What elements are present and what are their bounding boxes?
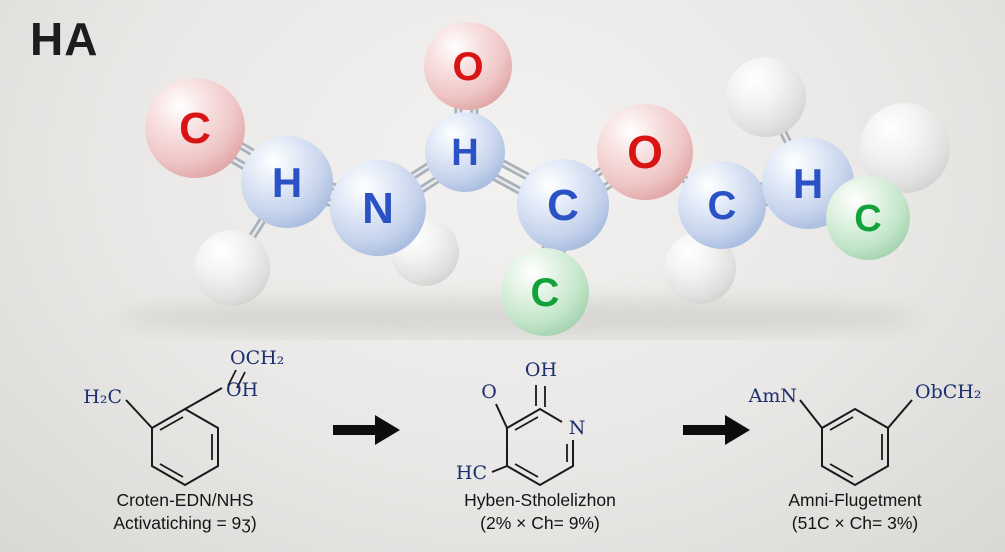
- atom-label: C: [708, 184, 737, 228]
- hydrogen-sphere: [194, 230, 270, 306]
- double-bond-mark: [227, 369, 246, 389]
- atom-sphere-o: [424, 22, 512, 110]
- double-bond-mark: [535, 385, 546, 407]
- atom-sphere-c: [826, 176, 910, 260]
- substituent-bond: [491, 403, 508, 473]
- chem-label: AmN: [748, 385, 797, 407]
- right-arrow-icon: [333, 415, 400, 445]
- atom-sphere-c: [517, 159, 609, 251]
- atom-label: O: [452, 45, 483, 89]
- structure-hyben: OH O N HC Hyben-Stholelizhon (2% × Ch= 9…: [456, 359, 616, 533]
- ring-double-bonds: [159, 416, 213, 478]
- atom-label: H: [793, 160, 823, 207]
- benzene-ring: [821, 407, 889, 487]
- chem-label: O: [481, 381, 497, 403]
- pyridine-ring: [506, 407, 574, 487]
- hydrogen-sphere: [664, 232, 736, 304]
- structure-caption: Croten-EDN/NHS: [116, 490, 253, 510]
- substituent-bond: [125, 387, 223, 429]
- atom-sphere-c: [145, 78, 245, 178]
- chem-label: HC: [456, 462, 487, 484]
- hydrogen-sphere: [860, 103, 950, 193]
- atom-sphere-o: [597, 104, 693, 200]
- right-arrow-icon: [683, 415, 750, 445]
- atom-label: N: [362, 184, 394, 233]
- atom-label: H: [451, 132, 478, 174]
- atom-sphere-h: [241, 136, 333, 228]
- atom-sphere-c: [678, 161, 766, 249]
- structure-croten: H₂C OCH₂ OH Croten-EDN/NHS Activatiching…: [83, 347, 284, 533]
- hydrogen-sphere: [726, 57, 806, 137]
- chem-label: N: [569, 417, 586, 439]
- structure-caption: Hyben-Stholelizhon: [464, 490, 616, 510]
- structure-caption: Activatiching = 9ʒ): [113, 513, 256, 533]
- ring-double-bonds: [514, 416, 568, 478]
- chem-label: H₂C: [83, 386, 122, 408]
- benzene-ring: [151, 407, 219, 487]
- structure-amni: AmN ObCH₂ Amni-Flugetment (51C × Ch= 3%): [748, 381, 982, 533]
- atom-sphere-c: [501, 248, 589, 336]
- atom-label: O: [627, 126, 663, 178]
- atom-label: C: [179, 104, 211, 153]
- atom-label: C: [547, 181, 579, 230]
- atom-label: H: [272, 159, 302, 206]
- chem-label: OH: [226, 379, 258, 401]
- atom-label: C: [854, 198, 881, 240]
- structure-caption: (51C × Ch= 3%): [792, 513, 918, 533]
- atom-label: C: [531, 271, 560, 315]
- page-title: HA: [30, 13, 99, 65]
- chem-label: ObCH₂: [915, 381, 981, 403]
- atom-sphere-n: [330, 160, 426, 256]
- structure-caption: (2% × Ch= 9%): [480, 513, 600, 533]
- ring-double-bonds: [829, 416, 883, 478]
- structure-caption: Amni-Flugetment: [788, 490, 921, 510]
- molecule-3d-model: C H N O H C C O C H C: [120, 22, 950, 338]
- atom-sphere-h: [425, 112, 505, 192]
- reaction-scheme: H₂C OCH₂ OH Croten-EDN/NHS Activatiching…: [83, 347, 982, 533]
- substituent-bond: [799, 399, 913, 429]
- chem-label: OCH₂: [230, 347, 284, 369]
- chem-label: OH: [525, 359, 557, 381]
